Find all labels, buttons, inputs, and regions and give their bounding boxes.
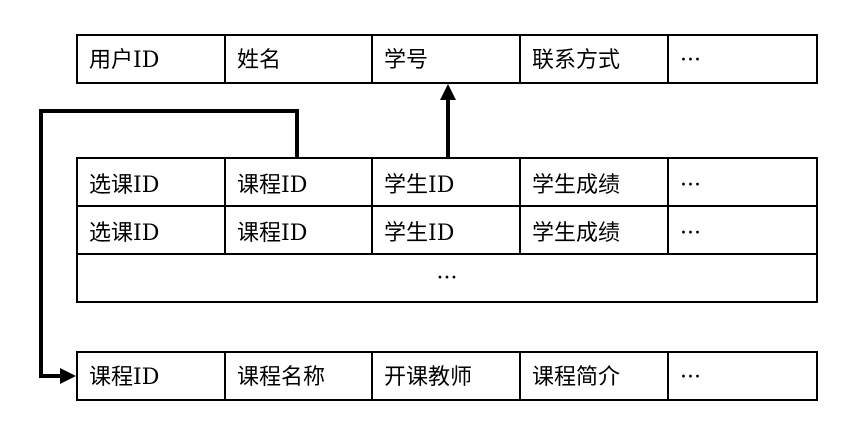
course-id-field: 课程ID: [237, 173, 307, 198]
arrowhead-up: [440, 84, 456, 100]
more-fields-ellipsis: ···: [680, 365, 701, 390]
student-id-field: 学生ID: [384, 221, 454, 246]
enrollment-table: 选课ID 课程ID 学生ID 学生成绩 ··· 选课ID 课程ID 学生ID 学…: [76, 157, 818, 303]
enrollment-id-field: 选课ID: [89, 173, 159, 198]
student-grade-field: 学生成绩: [532, 173, 620, 198]
student-number-field: 学号: [384, 48, 428, 73]
arrowhead-right: [60, 368, 76, 384]
enrollment-id-field: 选课ID: [89, 221, 159, 246]
course-id-field: 课程ID: [89, 365, 159, 390]
contact-field: 联系方式: [532, 48, 620, 73]
user-id-field: 用户ID: [89, 48, 159, 73]
user-table: 用户ID 姓名 学号 联系方式 ···: [76, 34, 818, 84]
more-fields-ellipsis: ···: [680, 173, 701, 198]
student-grade-field: 学生成绩: [532, 221, 620, 246]
student-id-field: 学生ID: [384, 173, 454, 198]
course-id-to-course-id-arrow: [39, 109, 299, 378]
course-intro-field: 课程简介: [532, 365, 620, 390]
course-table-frame: [76, 351, 818, 401]
course-name-field: 课程名称: [237, 365, 325, 390]
user-table-frame: [76, 34, 818, 84]
course-id-field: 课程ID: [237, 221, 307, 246]
course-table: 课程ID 课程名称 开课教师 课程简介 ···: [76, 351, 818, 401]
teacher-field: 开课教师: [384, 365, 472, 390]
more-fields-ellipsis: ···: [680, 48, 701, 73]
relationship-arrows: [39, 84, 456, 384]
name-field: 姓名: [237, 48, 281, 73]
more-fields-ellipsis: ···: [680, 221, 701, 246]
more-rows-ellipsis: ···: [437, 266, 458, 291]
